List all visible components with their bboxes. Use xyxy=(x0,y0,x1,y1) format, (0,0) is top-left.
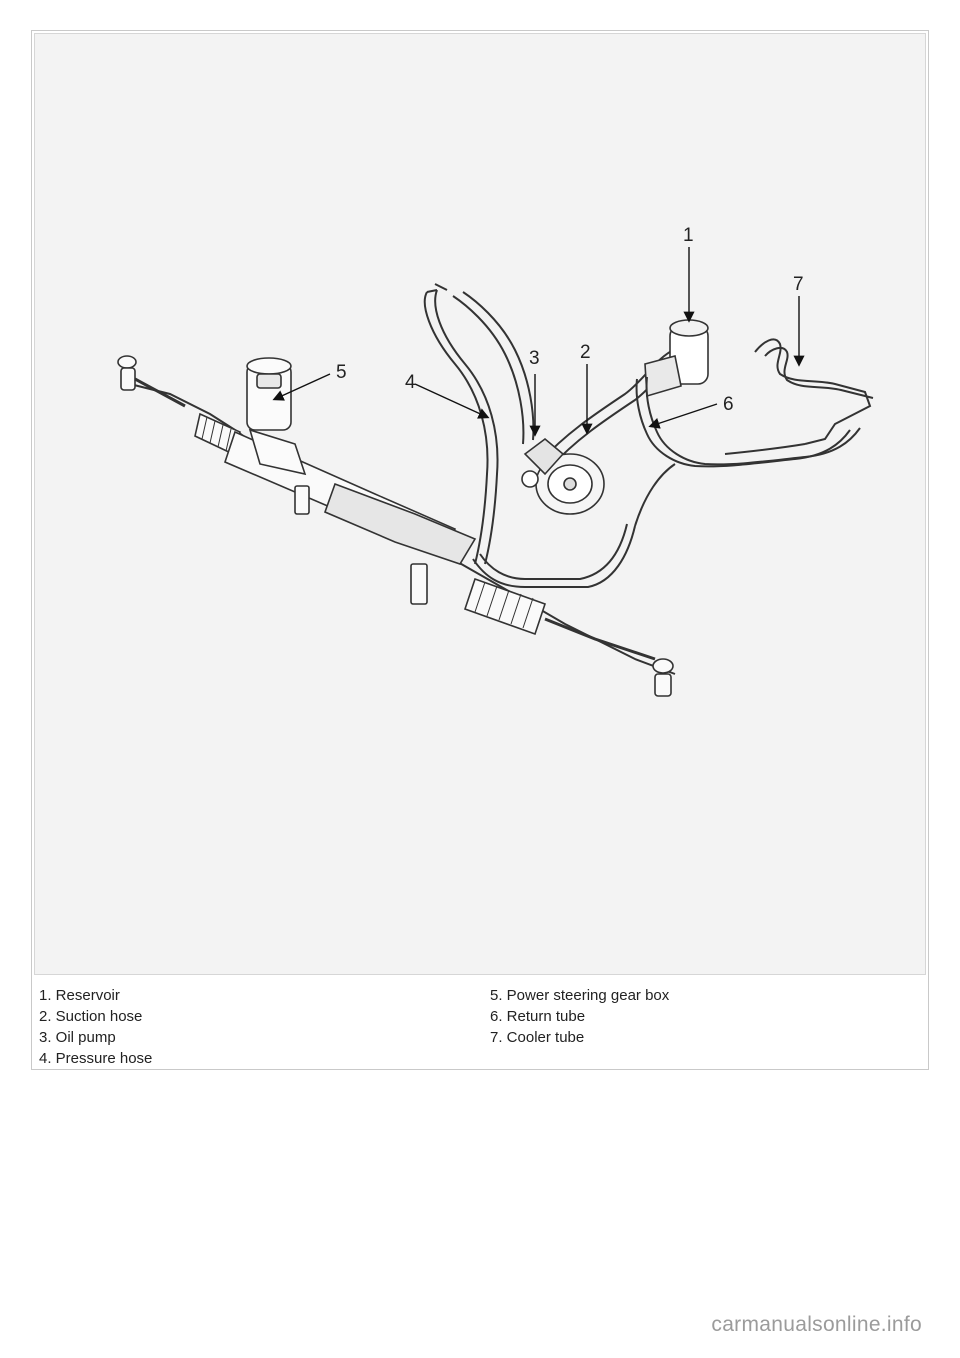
callout-4: 4 xyxy=(405,372,416,393)
callout-6: 6 xyxy=(723,394,734,415)
callout-5: 5 xyxy=(336,362,347,383)
legend-column-left: 1. Reservoir 2. Suction hose 3. Oil pump… xyxy=(39,985,152,1069)
power-steering-gear-box xyxy=(246,357,307,476)
callout-7: 7 xyxy=(793,274,804,295)
watermark: carmanualsonline.info xyxy=(711,1313,922,1336)
callout-2: 2 xyxy=(580,342,591,363)
legend: 1. Reservoir 2. Suction hose 3. Oil pump… xyxy=(32,977,928,1069)
callout-3: 3 xyxy=(529,348,540,369)
callout-1: 1 xyxy=(683,225,694,246)
legend-item-return-tube: 6. Return tube xyxy=(490,1008,586,1025)
legend-item-suction-hose: 2. Suction hose xyxy=(39,1008,143,1025)
legend-item-cooler-tube: 7. Cooler tube xyxy=(490,1029,585,1046)
legend-item-oil-pump: 3. Oil pump xyxy=(39,1029,116,1046)
cooler-tube xyxy=(724,338,874,455)
callout-arrows xyxy=(272,247,805,437)
figure-frame: 1 2 3 4 5 6 7 1. Reservoir 2. Suction ho… xyxy=(31,30,929,1070)
legend-item-gear-box: 5. Power steering gear box xyxy=(490,987,670,1004)
legend-item-pressure-hose: 4. Pressure hose xyxy=(39,1050,153,1067)
diagram-area: 1 2 3 4 5 6 7 xyxy=(34,33,926,975)
legend-item-reservoir: 1. Reservoir xyxy=(39,987,120,1004)
reservoir xyxy=(644,319,709,398)
legend-column-right: 5. Power steering gear box 6. Return tub… xyxy=(490,985,669,1048)
steering-rack xyxy=(117,355,676,697)
oil-pump xyxy=(521,437,605,515)
power-steering-diagram: 1 2 3 4 5 6 7 xyxy=(117,225,874,697)
